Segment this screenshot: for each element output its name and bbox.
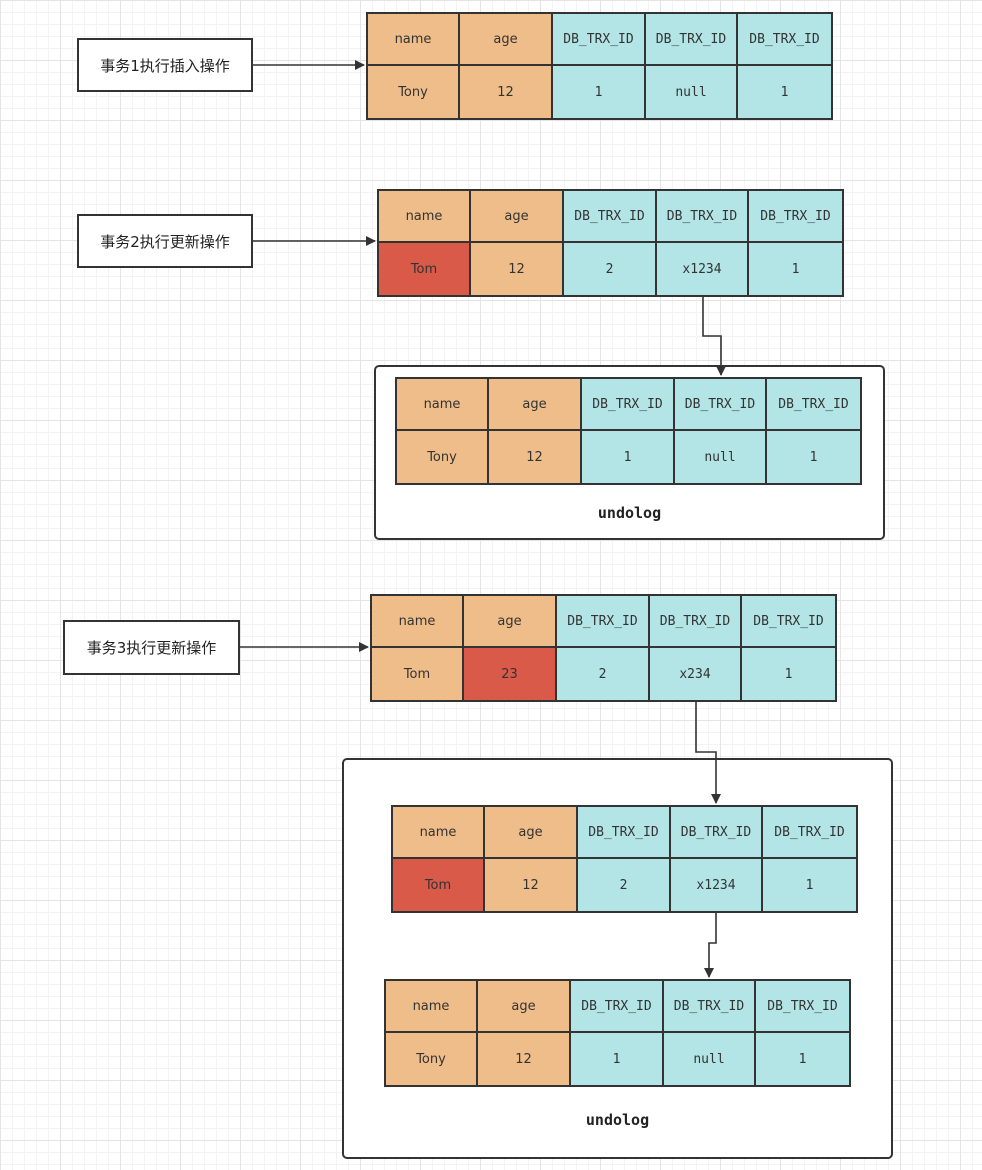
value-cell: Tom <box>372 648 464 700</box>
header-cell-db-trx-id: DB_TRX_ID <box>763 807 856 859</box>
header-cell-name: name <box>393 807 485 859</box>
value-cell: x234 <box>650 648 742 700</box>
header-cell-db-trx-id: DB_TRX_ID <box>646 14 738 66</box>
value-cell: 2 <box>578 859 671 911</box>
value-cell: null <box>675 431 767 483</box>
header-cell-name: name <box>379 191 471 243</box>
header-cell-db-trx-id: DB_TRX_ID <box>671 807 763 859</box>
value-cell: Tony <box>368 66 460 118</box>
header-cell-db-trx-id: DB_TRX_ID <box>742 596 835 648</box>
step-label-transaction-3: 事务3执行更新操作 <box>63 620 240 675</box>
header-cell-age: age <box>471 191 564 243</box>
header-cell-age: age <box>485 807 578 859</box>
header-cell-age: age <box>489 379 582 431</box>
value-cell: 1 <box>553 66 646 118</box>
header-cell-name: name <box>368 14 460 66</box>
value-cell: 23 <box>464 648 557 700</box>
header-cell-db-trx-id: DB_TRX_ID <box>738 14 831 66</box>
value-cell: 2 <box>557 648 650 700</box>
value-cell: null <box>664 1033 756 1085</box>
header-cell-db-trx-id: DB_TRX_ID <box>749 191 842 243</box>
value-cell: 1 <box>742 648 835 700</box>
header-cell-age: age <box>478 981 571 1033</box>
value-cell: 1 <box>756 1033 849 1085</box>
value-cell: Tony <box>386 1033 478 1085</box>
header-cell-db-trx-id: DB_TRX_ID <box>756 981 849 1033</box>
header-cell-name: name <box>386 981 478 1033</box>
value-cell: 12 <box>485 859 578 911</box>
header-cell-db-trx-id: DB_TRX_ID <box>578 807 671 859</box>
value-cell: Tom <box>393 859 485 911</box>
value-cell: 1 <box>738 66 831 118</box>
header-cell-name: name <box>372 596 464 648</box>
undolog-label-1: undolog <box>597 504 662 522</box>
header-cell-db-trx-id: DB_TRX_ID <box>767 379 860 431</box>
header-cell-db-trx-id: DB_TRX_ID <box>675 379 767 431</box>
value-cell: 12 <box>489 431 582 483</box>
value-cell: 12 <box>471 243 564 295</box>
value-cell: 12 <box>478 1033 571 1085</box>
header-cell-db-trx-id: DB_TRX_ID <box>571 981 664 1033</box>
step-label-transaction-2: 事务2执行更新操作 <box>77 214 253 268</box>
value-cell: Tony <box>397 431 489 483</box>
header-cell-age: age <box>464 596 557 648</box>
value-cell: 2 <box>564 243 657 295</box>
header-cell-db-trx-id: DB_TRX_ID <box>664 981 756 1033</box>
value-cell: 1 <box>767 431 860 483</box>
header-cell-name: name <box>397 379 489 431</box>
undolog-label-2: undolog <box>585 1111 650 1129</box>
header-cell-db-trx-id: DB_TRX_ID <box>657 191 749 243</box>
arrow-record2-to-undolog <box>702 295 726 376</box>
header-cell-db-trx-id: DB_TRX_ID <box>650 596 742 648</box>
value-cell: Tom <box>379 243 471 295</box>
header-cell-age: age <box>460 14 553 66</box>
header-cell-db-trx-id: DB_TRX_ID <box>564 191 657 243</box>
value-cell: 1 <box>582 431 675 483</box>
value-cell: x1234 <box>657 243 749 295</box>
value-cell: 1 <box>749 243 842 295</box>
value-cell: 12 <box>460 66 553 118</box>
step-label-transaction-1: 事务1执行插入操作 <box>77 38 253 92</box>
value-cell: 1 <box>763 859 856 911</box>
header-cell-db-trx-id: DB_TRX_ID <box>582 379 675 431</box>
header-cell-db-trx-id: DB_TRX_ID <box>553 14 646 66</box>
value-cell: x1234 <box>671 859 763 911</box>
value-cell: null <box>646 66 738 118</box>
value-cell: 1 <box>571 1033 664 1085</box>
header-cell-db-trx-id: DB_TRX_ID <box>557 596 650 648</box>
